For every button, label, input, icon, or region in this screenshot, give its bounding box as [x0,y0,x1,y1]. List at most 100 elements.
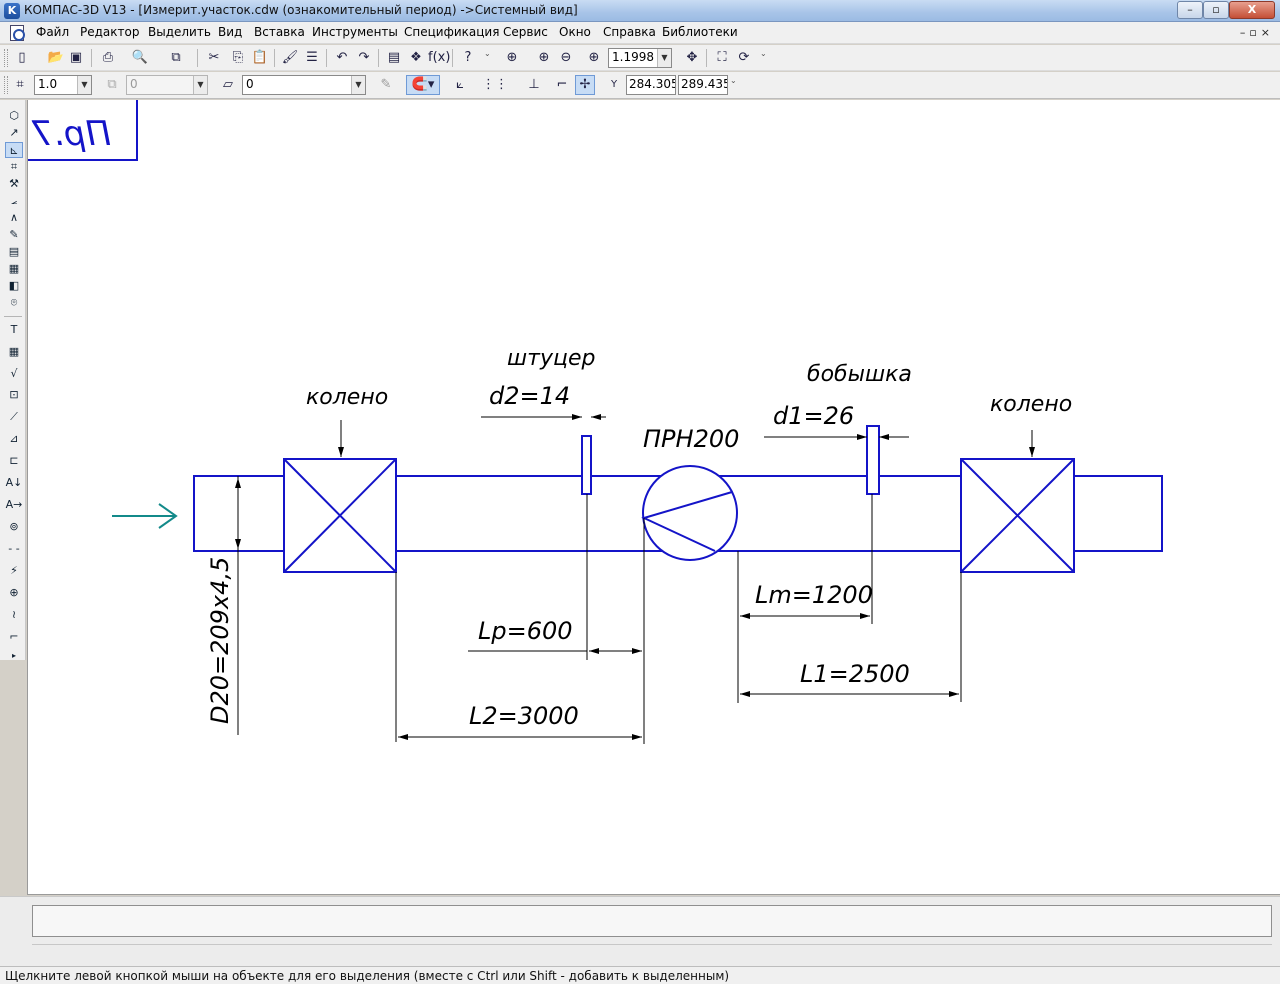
menu-view[interactable]: Вид [218,25,243,39]
parametrization-icon[interactable]: ⚒ [9,177,19,190]
label-flowmeter[interactable]: ПРН200 [643,425,739,453]
property-panel[interactable] [32,905,1272,937]
axis-line-icon[interactable]: - - [8,542,20,555]
refresh-icon[interactable]: ⟳ [738,50,750,65]
geometry-icon[interactable]: ⬡ [9,109,19,122]
selection-icon[interactable]: ✎ [9,228,19,241]
menu-file[interactable]: Файл [36,25,70,39]
roughness-sign-icon[interactable]: √ [10,367,18,380]
label-dim-l1[interactable]: L1=2500 [800,660,910,688]
step-combobox[interactable]: 1.0 ▼ [34,75,92,95]
coordinate-x-field[interactable]: 284.305 [626,75,676,95]
label-boss-diameter[interactable]: d1=26 [773,402,854,430]
position-leader-icon[interactable]: ⊿ [9,432,19,445]
maximize-button[interactable]: ▫ [1203,1,1229,19]
zoom-in-icon[interactable]: ⊕ [538,50,550,65]
coordinate-system-icon[interactable]: ⊥ [528,77,540,92]
save-icon[interactable]: ▣ [69,50,83,65]
label-fitting-diameter[interactable]: d2=14 [489,382,570,410]
menu-libraries[interactable]: Библиотеки [662,25,738,39]
zoom-scale-icon[interactable]: ⊕ [588,50,600,65]
toolbar-grip[interactable] [4,49,8,67]
label-pipe-diameter[interactable]: D20=209x4,5 [206,557,234,724]
spec-object-icon[interactable]: ▤ [8,245,20,258]
coordinate-y-field[interactable]: 289.435 [678,75,728,95]
zoom-combobox[interactable]: 1.1998 ▼ [608,48,672,68]
fragment-icon[interactable]: ⌾ [10,296,18,309]
menu-tools[interactable]: Инструменты [312,25,398,39]
toolbar-grip[interactable] [4,76,8,94]
drawing-canvas[interactable]: Пр.7 [27,100,1280,895]
label-boss[interactable]: бобышка [807,362,912,387]
menu-editor[interactable]: Редактор [80,25,140,39]
cursor-step-icon[interactable]: ⌗ [16,77,24,92]
chevron-down-icon[interactable]: ▼ [77,76,91,94]
close-button[interactable]: X [1229,1,1275,19]
layers-icon[interactable]: ▱ [223,77,233,92]
toolbar-overflow-icon[interactable]: ⌄ [484,49,491,58]
bracket-icon[interactable]: ⌐ [9,630,19,643]
flow-direction-arrow[interactable] [112,503,178,529]
manager-icon[interactable]: ⧉ [171,50,181,65]
label-dim-lm[interactable]: Lm=1200 [755,581,873,609]
snap-magnet-icon[interactable]: 🧲▾ [406,75,440,95]
layer-combobox[interactable]: 0 ▼ [242,75,366,95]
chevron-down-icon[interactable]: ▼ [351,76,365,94]
menu-specification[interactable]: Спецификация [404,25,500,39]
document-icon[interactable] [10,25,25,41]
show-all-icon[interactable]: ⛶ [717,50,727,65]
grid-icon[interactable]: ⋮⋮ [482,77,508,92]
help-pointer-icon[interactable]: ? [464,50,472,65]
base-icon[interactable]: ⊡ [9,388,19,401]
kompas-app-icon[interactable]: K [4,3,20,19]
open-folder-icon[interactable]: 📂 [47,50,65,65]
paste-icon[interactable]: 📋 [251,50,269,65]
center-mark-icon[interactable]: ⊕ [9,586,19,599]
label-fitting[interactable]: штуцер [507,346,595,371]
print-preview-icon[interactable]: 🔍 [131,50,149,65]
cut-icon[interactable]: ✂ [208,50,220,65]
round-mode-icon[interactable]: ✢ [575,75,595,95]
menu-help[interactable]: Справка [603,25,656,39]
format-brush-icon[interactable]: 🖌 [281,50,299,65]
insert-view-icon[interactable]: ◧ [8,279,20,292]
copy-icon[interactable]: ⎘ [232,50,244,65]
zoom-out-icon[interactable]: ⊖ [560,50,572,65]
dimensions-icon[interactable]: ↗ [9,126,19,139]
manager-panel-icon[interactable]: ▤ [387,50,401,65]
redo-icon[interactable]: ↷ [358,50,370,65]
roughness-icon[interactable]: ∧ [9,211,19,224]
title-stamp[interactable]: Пр.7 [28,100,138,161]
toolbar-overflow-icon[interactable]: ▸ [11,651,16,660]
variables-fx-icon[interactable]: f(x) [428,50,451,65]
ortho-mode-icon[interactable]: ⌐ [556,77,568,92]
toolbar-overflow-icon[interactable]: ⌄ [730,76,737,85]
local-cs-icon[interactable]: ⟀ [456,77,464,92]
report-icon[interactable]: ▦ [8,262,20,275]
text-icon[interactable]: T [10,323,18,336]
measure-icon[interactable]: ⊾ [5,142,23,158]
wavy-line-icon[interactable]: ≀ [11,608,17,621]
pipeline-geometry[interactable] [193,425,1163,573]
menu-insert[interactable]: Вставка [254,25,305,39]
chevron-down-icon[interactable]: ▼ [657,49,671,67]
print-icon[interactable]: ⎙ [102,50,114,65]
leader-icon[interactable]: ⟋ [10,410,18,423]
menu-service[interactable]: Сервис [503,25,548,39]
label-elbow-right[interactable]: колено [990,392,1072,417]
library-manager-icon[interactable]: ❖ [410,50,422,65]
undo-icon[interactable]: ↶ [336,50,348,65]
pan-icon[interactable]: ✥ [686,50,698,65]
label-dim-l2[interactable]: L2=3000 [469,702,579,730]
new-document-icon[interactable]: ▯ [18,50,26,65]
edit-icon[interactable]: ⌗ [10,160,18,173]
form-tolerance-icon[interactable]: ⊏ [9,454,19,467]
menu-window[interactable]: Окно [559,25,591,39]
table-icon[interactable]: ▦ [8,345,20,358]
document-window-controls[interactable]: –▫× [1239,26,1274,39]
minimize-button[interactable]: – [1177,1,1203,19]
menu-select[interactable]: Выделить [148,25,211,39]
cut-line-icon[interactable]: A↓ [5,476,23,489]
lightning-icon[interactable]: ⚡ [10,564,18,577]
designations-icon[interactable]: ⦟ [10,194,18,207]
